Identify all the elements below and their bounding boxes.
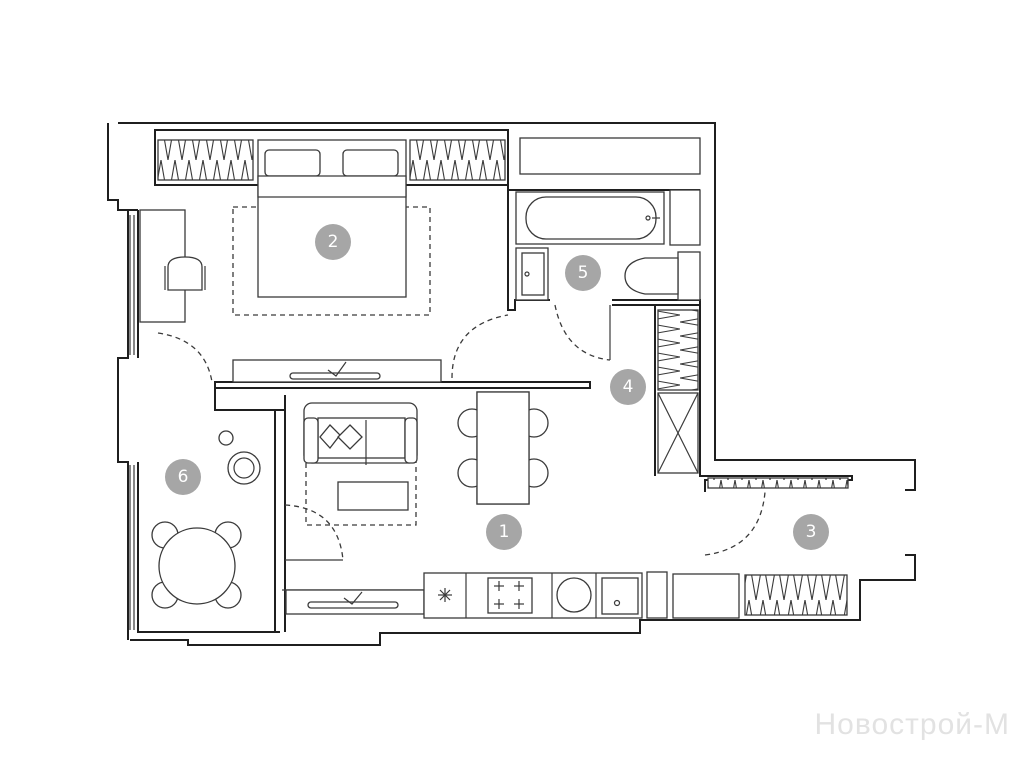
svg-text:1: 1 xyxy=(499,522,510,542)
coffee-table xyxy=(337,481,409,511)
room-badge-6: 6 xyxy=(165,459,201,495)
room-badge-5: 5 xyxy=(565,255,601,291)
fridge xyxy=(646,571,668,619)
svg-text:2: 2 xyxy=(328,232,339,252)
wardrobe-bedroom-left xyxy=(157,139,254,181)
kitchen-counter xyxy=(423,572,643,619)
wardrobe-hall xyxy=(657,309,699,474)
room-badge-3: 3 xyxy=(793,514,829,550)
door-swing-bedroom xyxy=(157,332,213,383)
svg-text:4: 4 xyxy=(623,377,634,397)
door-swing-bedroom-hall xyxy=(451,314,509,379)
loggia-furniture xyxy=(151,430,261,609)
door-swing-bath xyxy=(554,304,611,361)
bathtub xyxy=(515,191,665,245)
wardrobe-bedroom-right xyxy=(409,139,506,181)
room-badge-1: 1 xyxy=(486,514,522,550)
tv-living xyxy=(285,589,425,615)
entry-cabinet xyxy=(672,573,740,619)
shelf-top xyxy=(519,137,701,175)
washing-machine xyxy=(669,189,701,246)
tv-bedroom xyxy=(232,359,442,383)
sofa xyxy=(303,402,418,526)
bed xyxy=(232,139,431,316)
sink-icon xyxy=(556,577,592,613)
sink-bath xyxy=(515,247,549,301)
svg-text:5: 5 xyxy=(578,263,589,283)
dining-table xyxy=(457,391,549,505)
svg-text:6: 6 xyxy=(178,467,189,487)
outer-walls xyxy=(107,122,916,646)
wardrobe-entry xyxy=(707,477,849,616)
plant-icon xyxy=(438,588,452,602)
stove-icon xyxy=(494,581,524,609)
svg-text:3: 3 xyxy=(806,522,817,542)
door-swing-entry xyxy=(704,491,766,556)
desk xyxy=(139,209,206,323)
room-badge-4: 4 xyxy=(610,369,646,405)
watermark: Новострой-М xyxy=(814,708,1010,741)
door-swing-living xyxy=(284,504,344,561)
toilet xyxy=(624,251,701,301)
room-badge-2: 2 xyxy=(315,224,351,260)
